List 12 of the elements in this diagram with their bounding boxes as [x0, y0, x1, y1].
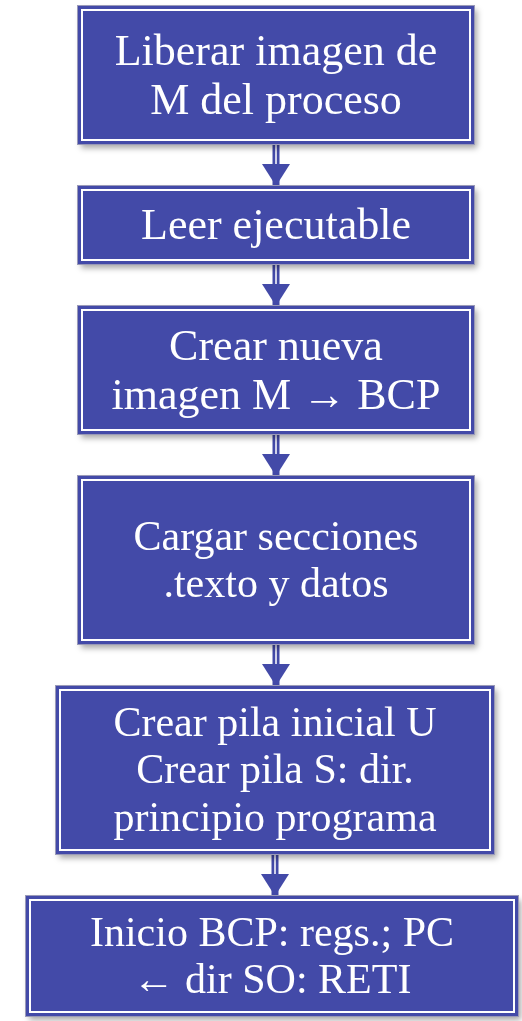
process-box [78, 476, 474, 644]
process-box [56, 686, 494, 854]
box-label: Inicio BCP: regs.; PC ← dir SO: RETI [88, 908, 455, 1004]
process-box [78, 306, 474, 434]
box-label: Liberar imagen de M del proceso [113, 25, 439, 125]
box-label: Crear pila inicial U Crear pila S: dir. principio programa [112, 699, 438, 841]
box-label: Cargar secciones .texto y datos [132, 512, 420, 608]
process-box [78, 186, 474, 264]
process-box [78, 6, 474, 144]
box-label: Leer ejecutable [141, 200, 411, 250]
box-label: Crear nueva imagen M → BCP [110, 320, 442, 420]
process-box [26, 896, 518, 1016]
